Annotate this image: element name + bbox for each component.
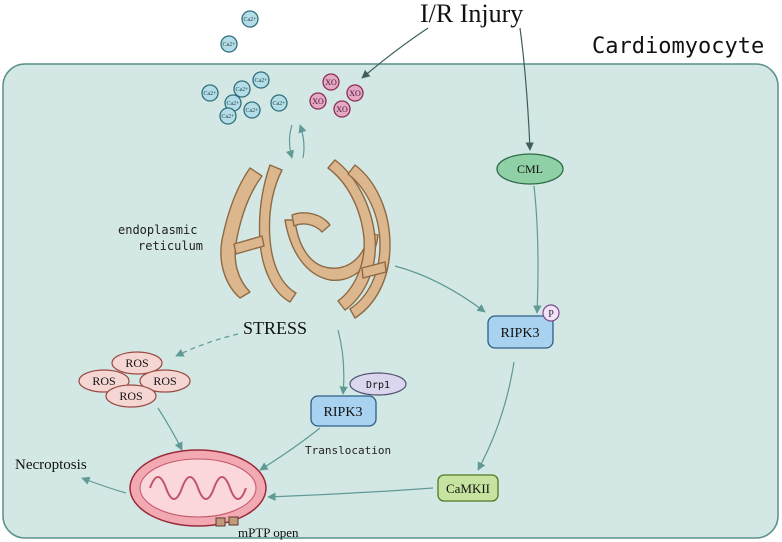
cml-to-ripk3-arrow [533, 185, 542, 314]
xo-labels: XO XO XO XO [312, 78, 361, 114]
calcium-ion [233, 80, 251, 98]
calcium-uptake-arrow [298, 124, 307, 159]
calcium-ion-labels: Ca2+ Ca2+ Ca2+ Ca2+ Ca2+ Ca2+ Ca2+ Ca2+ … [203, 17, 286, 120]
mptp-channels [215, 516, 239, 527]
er-label-line1: endoplasmic [118, 223, 197, 237]
phosphate-label: P [548, 309, 554, 320]
injury-to-cml-arrow [519, 27, 534, 151]
calcium-ion [201, 84, 219, 102]
xo-label: XO [312, 97, 324, 106]
ripk3-to-camk2-arrow [477, 361, 515, 471]
stress-label: STRESS [243, 318, 307, 338]
calcium-ion-label: Ca2+ [245, 108, 259, 114]
calcium-ion-label: Ca2+ [222, 42, 236, 48]
xo-label: XO [325, 78, 337, 87]
calcium-ion [252, 71, 270, 89]
calcium-ion-label: Ca2+ [272, 101, 286, 107]
xo-molecule [309, 92, 327, 110]
cml-label: CML [517, 162, 543, 176]
mptp-label: mPTP open [238, 525, 299, 540]
drp1-label: Drp1 [366, 380, 390, 391]
ros-to-mitochondria-arrow [157, 407, 183, 451]
translocation-label: Translocation [305, 444, 391, 457]
xo-label: XO [336, 105, 348, 114]
xo-molecule [322, 73, 340, 91]
necroptosis-label: Necroptosis [15, 457, 87, 473]
ripk3-node [310, 395, 377, 427]
ros-cluster [78, 351, 191, 408]
calcium-ion-label: Ca2+ [221, 114, 235, 120]
mptp-channel [228, 516, 239, 526]
xo-molecule [333, 100, 351, 118]
er-to-ripk3-arrow [394, 265, 486, 313]
mitochondrion [129, 449, 267, 527]
calcium-ion-label: Ca2+ [226, 101, 240, 107]
drp1-node [349, 372, 407, 396]
ripk3-right-label: RIPK3 [501, 326, 540, 341]
calcium-ions [201, 10, 288, 125]
stress-to-ripk3-arrow [337, 329, 348, 395]
ros-label: ROS [153, 374, 176, 388]
ros-label: ROS [119, 389, 142, 403]
mitochondria-to-necroptosis-arrow [81, 476, 127, 494]
camk2-label: CaMKII [446, 481, 490, 496]
ros-label: ROS [125, 356, 148, 370]
camk2-to-mitochondria-arrow [267, 487, 434, 501]
calcium-release-arrow [285, 124, 295, 159]
er-label-line2: reticulum [138, 239, 203, 253]
calcium-ion-label: Ca2+ [203, 91, 217, 97]
phosphate-badge [542, 304, 560, 322]
endoplasmic-reticulum [220, 159, 391, 319]
calcium-ion [270, 94, 288, 112]
cardiomyocyte-cell [2, 63, 779, 539]
ros-label: ROS [92, 374, 115, 388]
ripk3-translocation-arrow [259, 427, 321, 471]
ripk3-phosphorylated-node [487, 315, 554, 349]
ripk3-center-label: RIPK3 [324, 405, 363, 420]
cml-node [496, 153, 564, 185]
calcium-ion [243, 101, 261, 119]
xo-label: XO [349, 89, 361, 98]
injury-to-xo-arrow [361, 27, 429, 79]
ros-molecule [139, 369, 191, 393]
ros-labels: ROS ROS ROS ROS [92, 356, 176, 403]
calcium-ion-label: Ca2+ [254, 78, 268, 84]
ros-molecule [105, 384, 157, 408]
calcium-ion-label: Ca2+ [243, 17, 257, 23]
calcium-ion [219, 107, 237, 125]
calcium-ion [220, 35, 238, 53]
camk2-node [437, 474, 499, 502]
calcium-ion-label: Ca2+ [235, 87, 249, 93]
mptp-channel [215, 517, 226, 527]
cell-label: Cardiomyocyte [592, 34, 764, 59]
calcium-ion [241, 10, 259, 28]
ros-molecule [111, 351, 163, 375]
injury-label: I/R Injury [420, 0, 523, 28]
xo-molecule [346, 84, 364, 102]
xanthine-oxidase-molecules [309, 73, 364, 118]
